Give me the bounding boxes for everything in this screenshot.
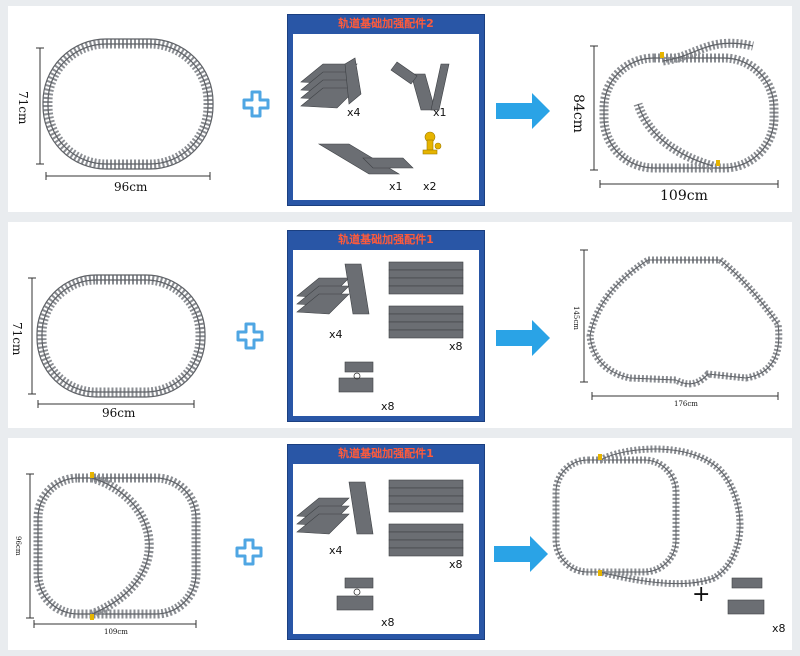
row1-qty-switch-right: x1: [433, 106, 447, 119]
row1-plus-icon: [242, 90, 270, 118]
row3-box-inner: x4 x8 x8: [293, 464, 479, 634]
row2-box-title: 轨道基础加强配件1: [338, 233, 434, 246]
row3-qty-curve: x4: [329, 544, 343, 557]
row3-extra-plus: +: [692, 582, 711, 607]
row-3: 109cm 96cm 轨道基础加强配件1: [8, 438, 792, 650]
row3-qty-straight: x8: [449, 558, 463, 571]
row1-qty-switch-left: x1: [389, 180, 403, 193]
row2-right-height-label: 145cm: [572, 306, 580, 330]
row2-right-width-label: 176cm: [674, 400, 698, 408]
row3-extra-qty: x8: [772, 622, 786, 635]
row1-box-inner: x4 x1 x1 x2: [293, 34, 479, 200]
row2-box-inner: x4 x8 x8: [293, 250, 479, 416]
row-1: 96cm 71cm 轨道基础加强配件2: [8, 6, 792, 212]
row2-left-width-label: 96cm: [102, 406, 136, 420]
row2-left-oval-track: [28, 274, 206, 408]
row1-right-width-label: 109cm: [660, 188, 708, 204]
row2-parts-box: 轨道基础加强配件1: [287, 230, 485, 422]
row-2: 96cm 71cm 轨道基础加强配件1: [8, 222, 792, 428]
row3-parts-illustration: [296, 479, 464, 611]
row3-qty-short: x8: [381, 616, 395, 629]
row3-box-title: 轨道基础加强配件1: [338, 447, 434, 460]
row3-parts-box: 轨道基础加强配件1: [287, 444, 485, 640]
row3-left-width-label: 109cm: [104, 628, 128, 636]
row1-box-title: 轨道基础加强配件2: [338, 17, 434, 30]
row1-parts-illustration: [300, 57, 450, 175]
row2-qty-curve: x4: [329, 328, 343, 341]
row3-arrow-icon: [494, 536, 548, 572]
row2-right-track-layout: [580, 249, 783, 400]
row1-right-track-layout: [590, 38, 779, 188]
row3-left-track-layout: [26, 472, 201, 628]
row2-qty-straight: x8: [449, 340, 463, 353]
row1-right-height-label: 84cm: [570, 94, 586, 133]
row2-qty-short: x8: [381, 400, 395, 413]
row2-plus-icon: [236, 322, 264, 350]
row1-left-width-label: 96cm: [114, 180, 148, 194]
row1-parts-box: 轨道基础加强配件2: [287, 14, 485, 206]
row2-parts-illustration: [296, 261, 464, 393]
row3-right-track-layout: [552, 445, 744, 588]
row2-arrow-icon: [496, 320, 550, 356]
row3-extra-short-track-illustration: [727, 577, 765, 615]
row3-plus-icon: [235, 538, 263, 566]
row1-arrow-icon: [496, 93, 550, 129]
row1-left-oval-track: [36, 38, 214, 180]
row1-qty-signal: x2: [423, 180, 437, 193]
row1-qty-straight-curve: x4: [347, 106, 361, 119]
